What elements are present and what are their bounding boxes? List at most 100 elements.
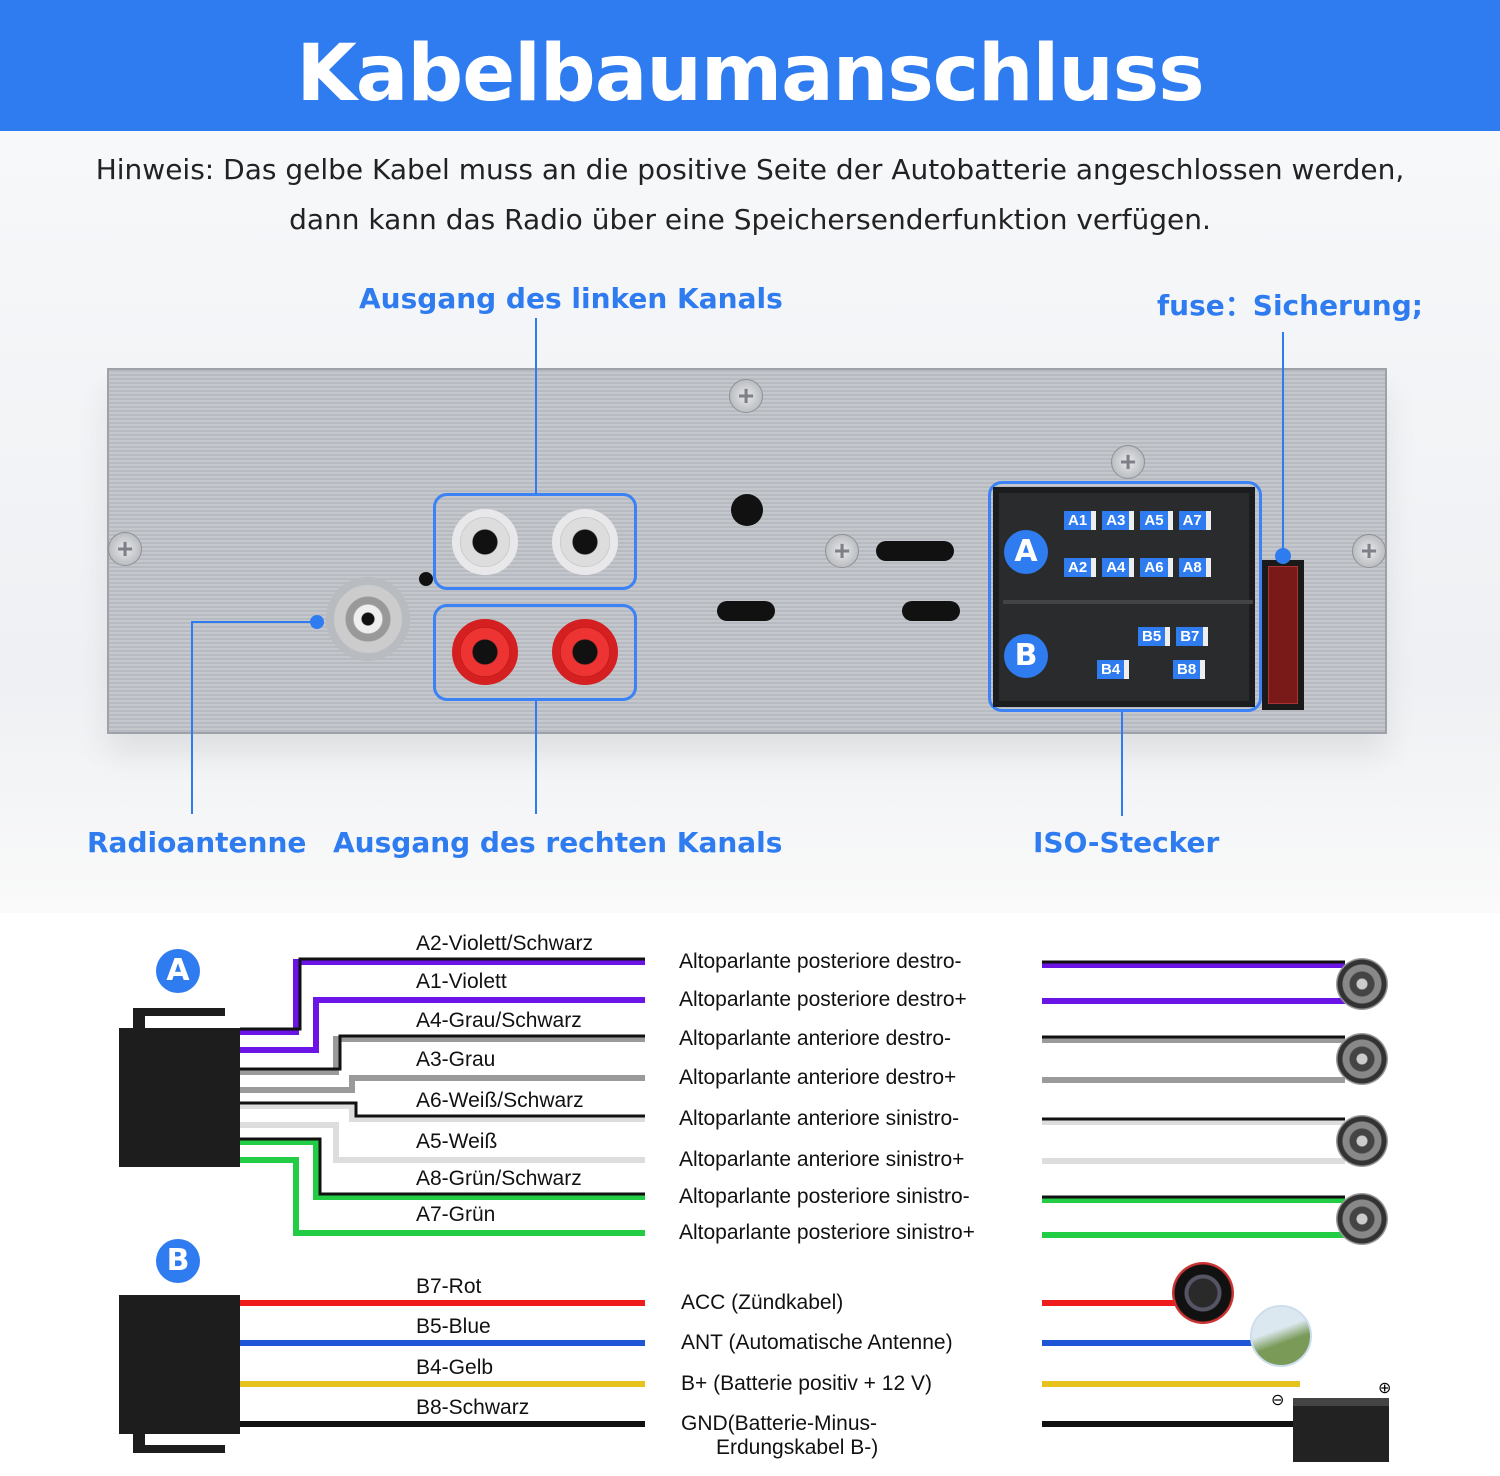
leader-line: [535, 701, 537, 814]
rca-right-jack: [452, 619, 518, 685]
connector-b: [119, 1295, 240, 1434]
page-title: Kabelbaumanschluss: [0, 0, 1500, 131]
wire-stripe: [240, 1034, 645, 1071]
wire-label: B7-Rot: [416, 1275, 482, 1298]
callout-left-channel: Ausgang des linken Kanals: [359, 282, 783, 315]
mount-hole: [731, 494, 763, 526]
wire: [240, 1157, 645, 1236]
wire-function: GND(Batterie-Minus- Erdungskabel B-): [681, 1412, 879, 1459]
battery-icon: [1293, 1398, 1389, 1462]
wire-function: Altoparlante posteriore sinistro-: [679, 1185, 970, 1208]
wire-function: ANT (Automatische Antenne): [681, 1331, 953, 1354]
pin-label: A3: [1102, 511, 1135, 530]
wire: [240, 1103, 645, 1122]
screw-icon: +: [1352, 534, 1386, 568]
rca-left-jack: [552, 509, 618, 575]
wire: [240, 959, 645, 1035]
iso-highlight: [988, 481, 1262, 712]
wire-label: A5-Weiß: [416, 1130, 498, 1153]
wire-label: B5-Blue: [416, 1315, 491, 1338]
pin-label: A2: [1064, 558, 1097, 577]
wire-function: Altoparlante posteriore destro-: [679, 950, 962, 973]
mount-hole: [419, 572, 433, 586]
wire-label: A2-Violett/Schwarz: [416, 932, 594, 955]
ignition-icon: [1172, 1262, 1234, 1324]
wire-stripe: [240, 1101, 645, 1118]
screw-icon: +: [108, 532, 142, 566]
wire: [240, 1139, 645, 1200]
callout-antenna: Radioantenne: [87, 826, 307, 859]
wire-label: A7-Grün: [416, 1203, 496, 1226]
leader-dot: [1275, 548, 1291, 564]
wire-label: A4-Grau/Schwarz: [416, 1009, 582, 1032]
badge-b: B: [1004, 634, 1048, 678]
screw-icon: +: [729, 379, 763, 413]
wire: [240, 1075, 645, 1093]
fuse-holder: [1262, 560, 1304, 710]
note-line-1: Hinweis: Das gelbe Kabel muss an die pos…: [95, 153, 1405, 186]
connector-latch: [133, 1445, 225, 1453]
screw-icon: +: [825, 534, 859, 568]
pin-label: A6: [1140, 558, 1173, 577]
wire-label: A3-Grau: [416, 1048, 496, 1071]
leader-line: [191, 622, 193, 814]
leader-line: [1282, 332, 1284, 554]
pin-label: A8: [1178, 558, 1211, 577]
badge-b: B: [156, 1239, 200, 1283]
callout-right-channel: Ausgang des rechten Kanals: [333, 826, 783, 859]
note-line-2: dann kann das Radio über eine Speicherse…: [289, 203, 1211, 236]
screw-icon: +: [1111, 445, 1145, 479]
wire-stripe: [240, 957, 645, 1031]
connector-latch: [133, 1008, 225, 1016]
pin-label: B5: [1138, 627, 1171, 646]
wire-label: B8-Schwarz: [416, 1396, 530, 1419]
battery-minus-label: ⊖: [1271, 1392, 1285, 1409]
speaker-icon: [1336, 1033, 1388, 1085]
pin-label: A5: [1140, 511, 1173, 530]
vent-slot: [902, 601, 960, 621]
wire-function: Altoparlante posteriore sinistro+: [679, 1221, 975, 1244]
leader-line: [1121, 712, 1123, 816]
wire-function: Altoparlante anteriore destro+: [679, 1066, 957, 1089]
connector-a: [119, 1028, 240, 1167]
wire-function: ACC (Zündkabel): [681, 1291, 844, 1314]
pin-label: A4: [1102, 558, 1135, 577]
wire-label: A8-Grün/Schwarz: [416, 1167, 582, 1190]
wire-function: Altoparlante anteriore destro-: [679, 1027, 951, 1050]
leader-line: [191, 621, 318, 623]
pin-label: A7: [1178, 511, 1211, 530]
antenna-jack: [326, 577, 410, 661]
pin-label: A1: [1064, 511, 1097, 530]
pin-label: B4: [1097, 660, 1130, 679]
leader-line: [535, 318, 537, 494]
wire-function: Altoparlante posteriore destro+: [679, 988, 967, 1011]
wire: [240, 997, 645, 1053]
wire-function: B+ (Batterie positiv + 12 V): [681, 1372, 932, 1395]
wire-function: Altoparlante anteriore sinistro+: [679, 1148, 965, 1171]
callout-iso: ISO-Stecker: [1033, 826, 1220, 859]
wire-label: A1-Violett: [416, 970, 507, 993]
vent-slot: [717, 601, 775, 621]
speaker-icon: [1336, 958, 1388, 1010]
pin-label: B7: [1176, 627, 1209, 646]
pins-a-top: A1 A3 A5 A7: [1064, 511, 1211, 530]
leader-dot: [310, 615, 324, 629]
battery-plus-label: ⊕: [1378, 1380, 1392, 1397]
antenna-icon: [1250, 1305, 1312, 1367]
wire: [240, 1122, 645, 1163]
wire-label: B4-Gelb: [416, 1356, 494, 1379]
wire: [240, 1036, 645, 1075]
speaker-icon: [1336, 1193, 1388, 1245]
left-channel-highlight: [433, 493, 637, 590]
badge-a: A: [1004, 530, 1048, 574]
vent-slot: [876, 541, 954, 561]
pins-b-top: B5 B7: [1138, 627, 1209, 646]
rca-left-jack: [452, 509, 518, 575]
pin-label: B8: [1173, 660, 1206, 679]
wire-stripe: [240, 1137, 645, 1196]
pins-a-bottom: A2 A4 A6 A8: [1064, 558, 1211, 577]
rca-right-jack: [552, 619, 618, 685]
badge-a: A: [156, 949, 200, 993]
wire-function: Altoparlante anteriore sinistro-: [679, 1107, 960, 1130]
